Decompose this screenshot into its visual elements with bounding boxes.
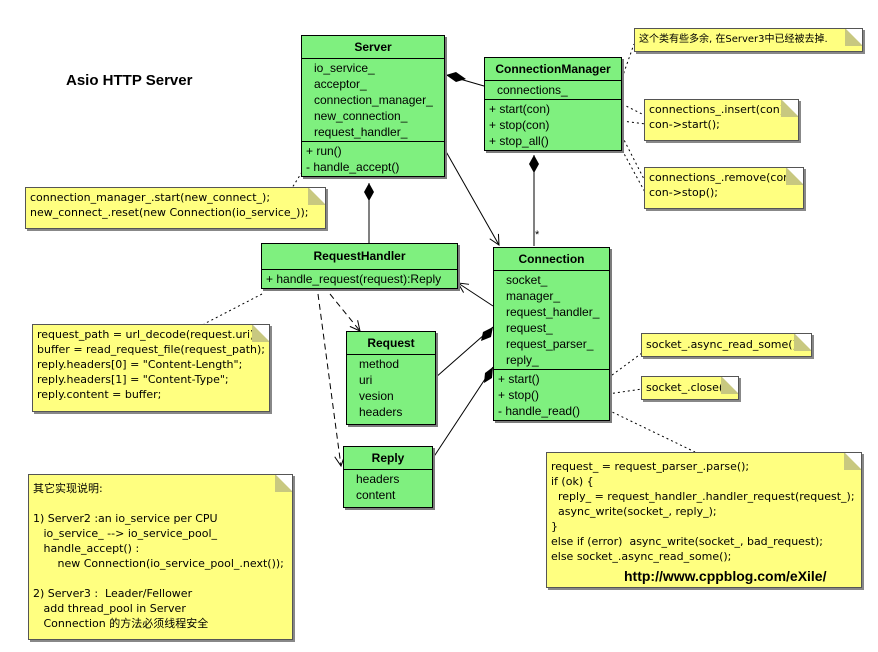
server-attribute: acceptor_: [314, 77, 367, 91]
server-attribute: connection_manager_: [314, 93, 433, 107]
connection-attribute: socket_: [506, 273, 548, 287]
request-class: Request method uri vesion headers: [346, 331, 436, 425]
connection-attribute: reply_: [506, 353, 539, 367]
reply-attribute: headers: [356, 472, 400, 486]
server-operation: - handle_accept(): [306, 160, 400, 174]
handle-request-note: request_path = url_decode(request.uri); …: [32, 324, 270, 412]
server-connection-arrow: [443, 147, 499, 245]
handle-read-note: request_ = request_parser_.parse(); if (…: [546, 452, 862, 588]
request-attributes: method uri vesion headers: [347, 355, 435, 424]
connection-operation: - handle_read(): [498, 404, 581, 418]
connection-class-name: Connection: [494, 248, 609, 271]
connection-manager-operation: + start(con): [489, 102, 551, 116]
server-class-name: Server: [302, 36, 444, 59]
connection-manager-operation: + stop(con): [489, 118, 550, 132]
connection-manager-attributes: connections_: [485, 81, 621, 100]
server-class: Server io_service_ acceptor_ connection_…: [301, 35, 445, 177]
close-note: socket_.close();: [641, 376, 739, 400]
reply-class-name: Reply: [344, 447, 432, 470]
server-operations: + run() - handle_accept(): [302, 142, 444, 176]
connection-reply-diamond: [484, 367, 493, 383]
connection-manager-operations: + start(con) + stop(con) + stop_all(): [485, 100, 621, 150]
connection-manager-class: ConnectionManager connections_ + start(c…: [484, 57, 622, 151]
diagram-title: Asio HTTP Server: [66, 72, 193, 89]
request-attribute: headers: [359, 405, 403, 419]
handle-accept-note: connection_manager_.start(new_connect_);…: [25, 187, 326, 229]
connection-attribute: request_handler_: [506, 305, 600, 319]
connection-operation: + start(): [498, 372, 540, 386]
request-attribute: uri: [359, 373, 373, 387]
connection-request-diamond: [481, 327, 493, 341]
connection-request-handler-arrow: [458, 283, 494, 307]
server-attribute: request_handler_: [314, 125, 408, 139]
note-anchor-lines: [203, 43, 696, 453]
implementation-notes: 其它实现说明: 1) Server2 :an io_service per CP…: [28, 474, 293, 640]
connection-attributes: socket_ manager_ request_handler_ reques…: [494, 271, 609, 370]
connection-class: Connection socket_ manager_ request_hand…: [493, 247, 610, 421]
request-attribute: method: [359, 357, 400, 371]
async-read-note: socket_.async_read_some();: [641, 333, 812, 357]
connection-manager-attribute: connections_: [497, 83, 568, 97]
reply-class: Reply headers content: [343, 446, 433, 508]
blog-url: http://www.cppblog.com/eXile/: [624, 568, 827, 584]
manager-connection-diamond: [529, 155, 539, 173]
request-handler-request-dependency: [329, 293, 360, 331]
request-handler-class: RequestHandler + handle_request(request)…: [261, 243, 458, 289]
server-connection-manager-diamond: [446, 72, 466, 82]
server-request-handler-diamond: [364, 183, 374, 201]
server-attribute: new_connection_: [314, 109, 408, 123]
remove-note: connections_.remove(con); con->stop();: [644, 167, 804, 209]
connection-reply-link: [432, 366, 494, 459]
connection-attribute: manager_: [506, 289, 561, 303]
server-attribute: io_service_: [314, 61, 375, 75]
connection-operations: + start() + stop() - handle_read(): [494, 370, 609, 420]
reply-attributes: headers content: [344, 470, 432, 507]
connection-operation: + stop(): [498, 388, 540, 402]
connection-multiplicity: *: [535, 229, 540, 241]
request-handler-class-name: RequestHandler: [262, 244, 457, 270]
connection-manager-note: 这个类有些多余, 在Server3中已经被去掉.: [634, 28, 863, 52]
request-attribute: vesion: [359, 389, 394, 403]
reply-attribute: content: [356, 488, 396, 502]
connection-manager-class-name: ConnectionManager: [485, 58, 621, 81]
connection-attribute: request_parser_: [506, 337, 594, 351]
request-class-name: Request: [347, 332, 435, 355]
request-handler-operation: + handle_request(request):Reply: [266, 272, 442, 286]
request-handler-operations: + handle_request(request):Reply: [262, 270, 457, 288]
connection-manager-operation: + stop_all(): [489, 134, 549, 148]
server-attributes: io_service_ acceptor_ connection_manager…: [302, 59, 444, 142]
insert-note: connections_.insert(con); con->start();: [644, 99, 799, 141]
server-operation: + run(): [306, 144, 342, 158]
connection-attribute: request_: [506, 321, 553, 335]
request-handler-reply-dependency: [317, 293, 341, 466]
